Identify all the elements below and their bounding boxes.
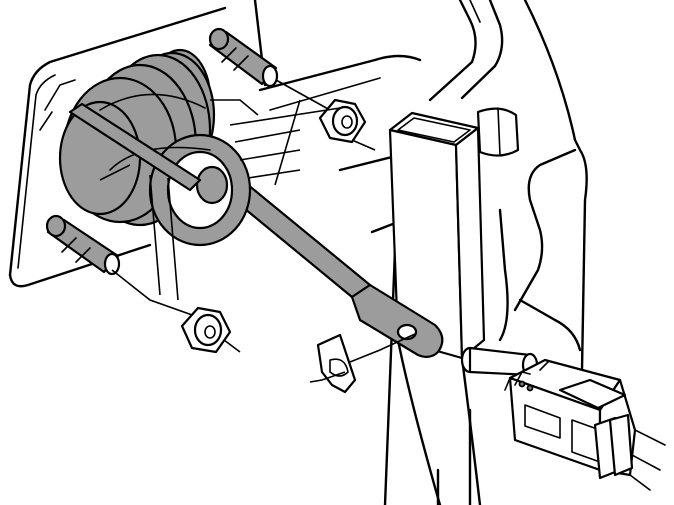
mounting-panel (8, 0, 361, 288)
flange-nut-upper (318, 98, 376, 151)
retaining-clip (309, 333, 357, 394)
assembly-leader-lines (99, 99, 341, 301)
pedal-position-sensor-connector (504, 358, 666, 491)
stud-bolt-upper (208, 27, 331, 111)
pedal-arm-square-tube (388, 107, 520, 505)
spring-pulley-assembly (58, 48, 252, 247)
flange-nut-lower (180, 306, 241, 354)
stud-bolt-lower (45, 214, 196, 317)
vehicle-frame (258, 0, 588, 505)
